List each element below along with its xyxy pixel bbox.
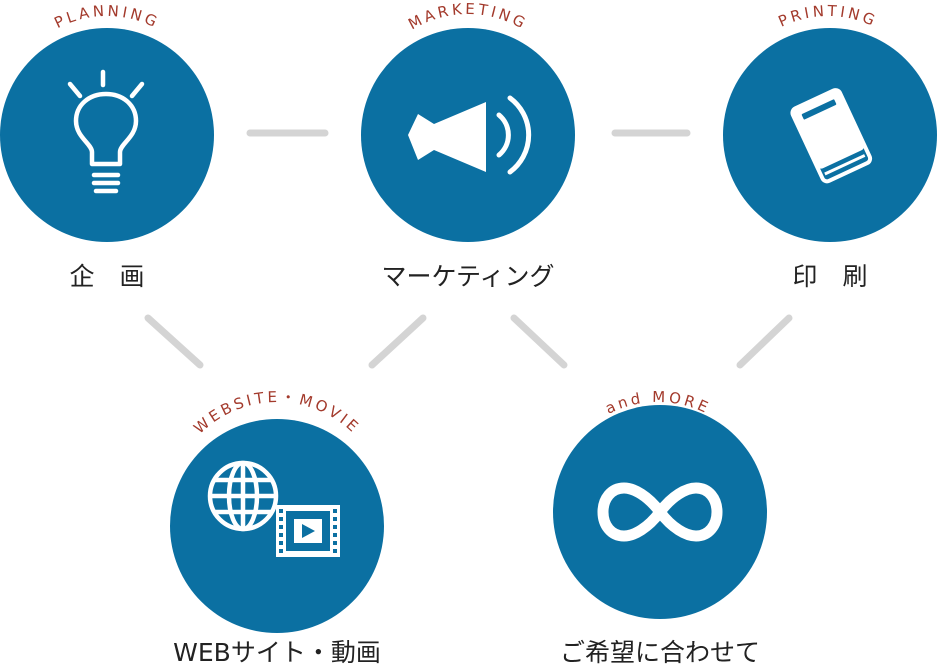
connector-printing-more xyxy=(736,314,793,369)
connector-planning-web xyxy=(144,314,204,369)
node-planning-english: PLANNING xyxy=(51,2,162,32)
node-web[interactable]: WEBSITE・MOVIE xyxy=(170,388,384,667)
node-printing-label: 印 刷 xyxy=(792,262,867,291)
node-printing-english: PRINTING xyxy=(776,2,881,31)
lightbulb-icon xyxy=(67,69,145,194)
node-more[interactable]: and MORE ご希望に合わせて xyxy=(553,388,767,667)
node-web-label: WEBサイト・動画 xyxy=(173,638,381,667)
video-icon xyxy=(276,505,340,557)
globe-icon xyxy=(207,460,279,532)
node-planning[interactable]: PLANNING 企 画 xyxy=(0,2,214,291)
node-printing[interactable]: PRINTING 印 刷 xyxy=(723,2,937,291)
connector-marketing-more xyxy=(510,314,568,369)
infinity-icon xyxy=(597,482,723,542)
book-icon xyxy=(790,88,873,184)
megaphone-icon xyxy=(408,95,532,175)
node-more-label: ご希望に合わせて xyxy=(560,638,760,667)
globe-video-icon xyxy=(207,460,340,557)
node-marketing[interactable]: MARKETING マーケティング xyxy=(361,0,575,291)
node-marketing-label: マーケティング xyxy=(381,262,554,291)
node-planning-label: 企 画 xyxy=(69,262,144,291)
connectors xyxy=(144,129,793,369)
node-planning-circle[interactable] xyxy=(0,28,214,242)
connector-marketing-web xyxy=(368,314,427,369)
